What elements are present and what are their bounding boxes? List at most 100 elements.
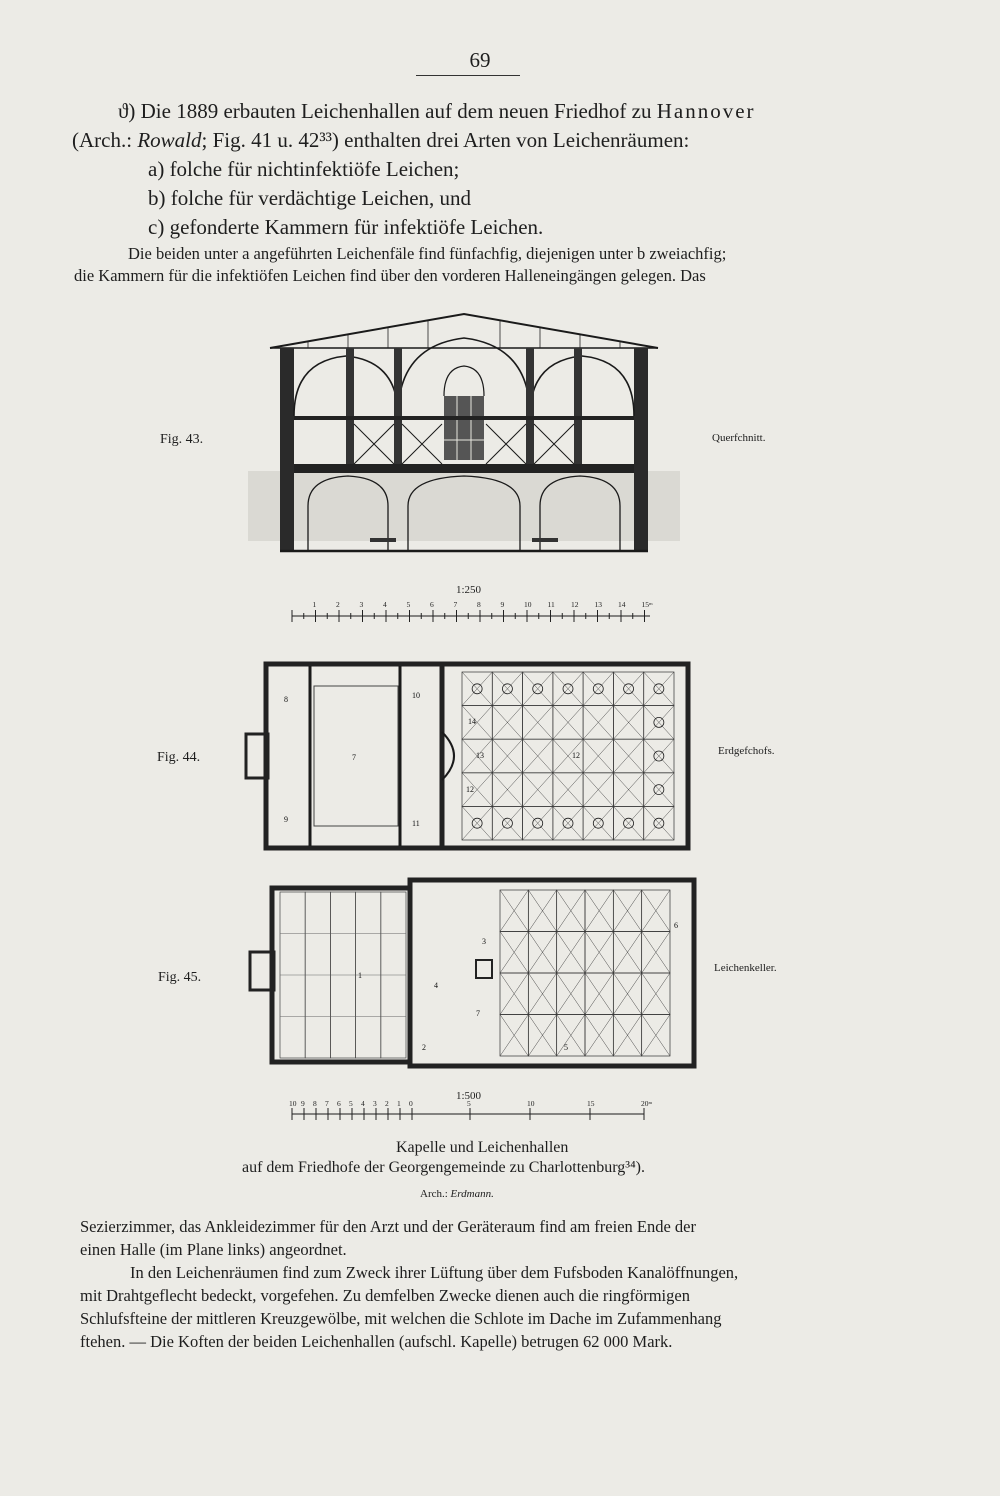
scale-tick-label: 2 bbox=[385, 1099, 389, 1108]
vault-rib bbox=[499, 931, 529, 974]
room-13: 13 bbox=[476, 751, 484, 760]
vault-rib bbox=[584, 1014, 614, 1057]
caption-arch-name: Erdmann. bbox=[450, 1188, 494, 1200]
vault-rib bbox=[556, 889, 586, 932]
vault-rib bbox=[584, 972, 614, 1015]
room-12b: 12 bbox=[572, 751, 580, 760]
vault-rib bbox=[492, 772, 523, 807]
para2-line-2: einen Halle (im Plane links) angeordnet. bbox=[80, 1240, 347, 1259]
vault-rib bbox=[643, 806, 675, 841]
para3-line-4: ftehen. — Die Koften der beiden Leichenh… bbox=[80, 1332, 673, 1351]
vault-rib bbox=[522, 806, 554, 841]
scale-tick-label: 4 bbox=[383, 600, 387, 609]
svg-text:8 10 7 9 11: 8 10 7 9 11 14 13 12 12 bbox=[284, 691, 580, 828]
vault-rib bbox=[641, 931, 671, 974]
vault-ring bbox=[592, 817, 604, 829]
vault-rib bbox=[613, 1014, 642, 1057]
city-name: Hannover bbox=[656, 99, 756, 123]
vault-rib bbox=[613, 705, 644, 740]
scale-tick-label: 7 bbox=[325, 1099, 329, 1108]
vault-rib bbox=[492, 739, 523, 773]
vault-rib bbox=[461, 806, 493, 841]
intro-item-b: b) folche für verdächtige Leichen, und bbox=[148, 186, 472, 210]
scale-tick-label: 14 bbox=[618, 600, 626, 609]
vault-rib bbox=[499, 972, 529, 1015]
scale-tick-label: 8 bbox=[313, 1099, 317, 1108]
room-14: 14 bbox=[468, 717, 476, 726]
vault-ring bbox=[653, 784, 665, 795]
scale-tick-label: 0 bbox=[409, 1099, 413, 1108]
room-9: 9 bbox=[284, 815, 288, 824]
para3-line-3: Schlufsfteine der mittleren Kreuzgewölbe… bbox=[80, 1309, 722, 1328]
scale-tick-label: 3 bbox=[373, 1099, 377, 1108]
scale-tick-label: 11 bbox=[548, 600, 555, 609]
room-4: 4 bbox=[434, 981, 438, 990]
intro-line-1-text: ϑ) Die 1889 erbauten Leichenhallen auf d… bbox=[118, 99, 652, 123]
vault-rib bbox=[584, 889, 614, 932]
scale-tick-label: 4 bbox=[361, 1099, 365, 1108]
fig44-ground-floor-plan: 8 10 7 9 11 14 13 12 12 bbox=[244, 661, 691, 851]
para3-line-1: In den Leichenräumen find zum Zweck ihre… bbox=[130, 1263, 739, 1282]
intro-item-c: c) gefonderte Kammern für infektiöfe Lei… bbox=[148, 215, 544, 239]
intro-line-2: (Arch.: Rowald; Fig. 41 u. 42³³) enthalt… bbox=[72, 126, 872, 155]
scale-tick-label: 3 bbox=[360, 600, 364, 609]
vault-rib bbox=[528, 1014, 557, 1057]
para3-line-2: mit Drahtgeflecht bedeckt, vorgefehen. Z… bbox=[80, 1286, 690, 1305]
scale-tick-label: 8 bbox=[477, 600, 481, 609]
scale-tick-label: 6 bbox=[430, 600, 434, 609]
room-11: 11 bbox=[412, 819, 420, 828]
vault-rib bbox=[643, 739, 675, 773]
vault-rib bbox=[613, 806, 644, 841]
vault-ring bbox=[653, 683, 665, 695]
intro-line-1: ϑ) Die 1889 erbauten Leichenhallen auf d… bbox=[118, 97, 878, 126]
room-10: 10 bbox=[412, 691, 420, 700]
vault-rib bbox=[461, 772, 493, 807]
scale-tick-label: 5 bbox=[407, 600, 411, 609]
vault-rib bbox=[492, 671, 523, 706]
vault-rib bbox=[552, 772, 584, 807]
vault-rib bbox=[528, 889, 557, 932]
scale-tick-label: 1 bbox=[397, 1099, 401, 1108]
vault-rib bbox=[492, 705, 523, 740]
vault-ring bbox=[653, 750, 665, 762]
room-3: 3 bbox=[482, 937, 486, 946]
room-12a: 12 bbox=[466, 785, 474, 794]
scale-tick-label: 7 bbox=[454, 600, 458, 609]
vault-rib bbox=[556, 972, 586, 1015]
scale-tick-label: 6 bbox=[337, 1099, 341, 1108]
page-number: 69 bbox=[469, 48, 491, 72]
room-5: 5 bbox=[564, 1043, 568, 1052]
vault-rib bbox=[552, 671, 584, 706]
scale-tick-label: 9 bbox=[501, 600, 505, 609]
caption-line-1: Kapelle und Leichenhallen bbox=[396, 1139, 569, 1156]
vault-rib bbox=[613, 931, 642, 974]
vault-rib bbox=[499, 889, 529, 932]
fig45-basement-plan: 1 2 3 4 5 6 7 bbox=[248, 877, 697, 1069]
vault-rib bbox=[499, 1014, 529, 1057]
caption-architect: Arch.: Erdmann. bbox=[420, 1188, 494, 1200]
vault-rib bbox=[552, 705, 584, 740]
vault-rib bbox=[582, 806, 614, 841]
scale-tick-label: 10 bbox=[289, 1099, 297, 1108]
vault-rib bbox=[492, 806, 523, 841]
scale-tick-label: 5 bbox=[349, 1099, 353, 1108]
intro-line-2-text: ; Fig. 41 u. 42³³) enthalten drei Arten … bbox=[201, 128, 690, 152]
vault-rib bbox=[643, 705, 675, 740]
vault-ring bbox=[532, 817, 544, 829]
scale-tick-label: 15 bbox=[587, 1099, 595, 1108]
vault-rib bbox=[522, 772, 554, 807]
vault-rib bbox=[582, 772, 614, 807]
scale-tick-label: 1 bbox=[313, 600, 317, 609]
fig44-title: Erdgefchofs. bbox=[718, 745, 775, 757]
vault-rib bbox=[582, 705, 614, 740]
intro-architect: Rowald bbox=[137, 128, 202, 152]
scale-tick-label: 2 bbox=[336, 600, 340, 609]
vault-rib bbox=[641, 972, 671, 1015]
vault-rib bbox=[582, 739, 614, 773]
scale-tick-label: 20ᵐ bbox=[641, 1099, 653, 1108]
fig43-scale-label: 1:250 bbox=[456, 584, 482, 596]
room-7: 7 bbox=[352, 753, 356, 762]
vault-rib bbox=[556, 931, 586, 974]
scale-tick-label: 9 bbox=[301, 1099, 305, 1108]
